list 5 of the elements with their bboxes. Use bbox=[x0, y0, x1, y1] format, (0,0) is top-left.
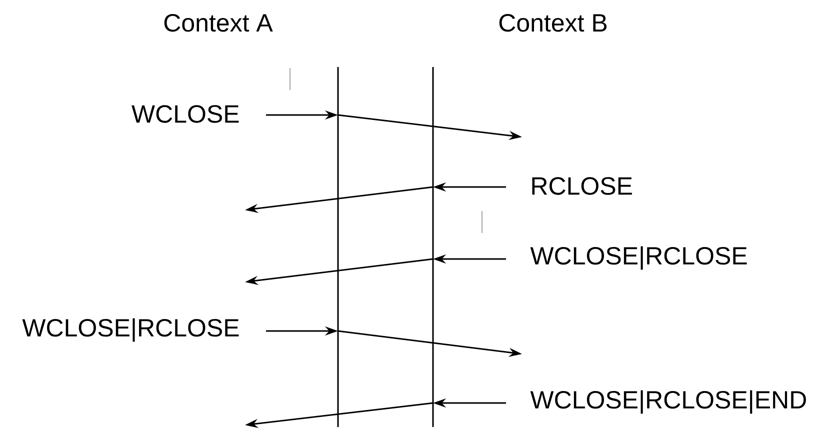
edge-label: WCLOSE|RCLOSE bbox=[530, 246, 747, 270]
edge-label: WCLOSE bbox=[132, 105, 239, 123]
edge-label: WCLOSE|RCLOSE bbox=[22, 318, 239, 342]
edge-label: WCLOSE|RCLOSE|END bbox=[530, 390, 806, 414]
edge-label: RCLOSE bbox=[532, 177, 632, 195]
